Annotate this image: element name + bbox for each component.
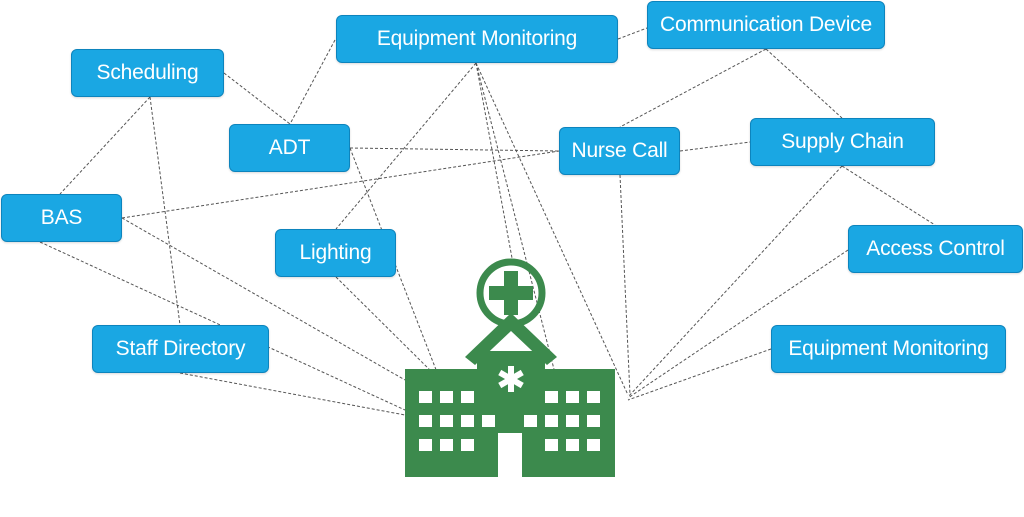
connector-line [475, 62, 513, 259]
node-label: BAS [40, 206, 83, 229]
node-label: Staff Directory [115, 337, 246, 360]
connector-line [627, 249, 849, 399]
connector-line [627, 348, 772, 401]
node-access-control[interactable]: Access Control [848, 225, 1023, 273]
node-label: Supply Chain [781, 130, 904, 153]
node-nurse-call[interactable]: Nurse Call [559, 127, 680, 175]
node-equipment-monitoring-right[interactable]: Equipment Monitoring [771, 325, 1006, 373]
node-label: ADT [268, 136, 311, 159]
connector-line [223, 72, 291, 125]
connector-line [765, 48, 843, 119]
connector-line [475, 62, 629, 396]
node-label: Equipment Monitoring [376, 27, 578, 50]
node-lighting[interactable]: Lighting [275, 229, 396, 277]
connector-line [349, 147, 441, 381]
node-equipment-monitoring-top[interactable]: Equipment Monitoring [336, 15, 618, 63]
connector-line [617, 27, 648, 40]
connector-line [619, 174, 631, 396]
connector-line [627, 165, 843, 398]
connector-line [679, 141, 751, 152]
node-label: Access Control [866, 237, 1005, 260]
connector-line [121, 217, 406, 381]
connector-line [179, 372, 406, 416]
connector-line [619, 48, 767, 128]
connector-line [121, 150, 560, 219]
node-label: Communication Device [660, 13, 872, 36]
hospital-building-icon [405, 258, 615, 477]
node-supply-chain[interactable]: Supply Chain [750, 118, 935, 166]
connector-line [841, 165, 936, 226]
connector-line [289, 39, 336, 125]
star-of-life-icon [498, 366, 524, 392]
node-label: Equipment Monitoring [788, 337, 989, 360]
node-label: Nurse Call [571, 139, 668, 162]
connector-line [335, 62, 477, 230]
hospital-door [498, 433, 522, 477]
node-adt[interactable]: ADT [229, 124, 350, 172]
node-bas[interactable]: BAS [1, 194, 122, 242]
connector-line [349, 147, 560, 152]
node-label: Lighting [299, 241, 372, 264]
connector-line [59, 96, 151, 195]
connector-line [149, 96, 181, 326]
connector-line [475, 62, 559, 386]
node-staff-directory[interactable]: Staff Directory [92, 325, 269, 373]
node-communication-device[interactable]: Communication Device [647, 1, 885, 49]
node-scheduling[interactable]: Scheduling [71, 49, 224, 97]
connector-line [335, 276, 441, 381]
node-label: Scheduling [96, 61, 199, 84]
